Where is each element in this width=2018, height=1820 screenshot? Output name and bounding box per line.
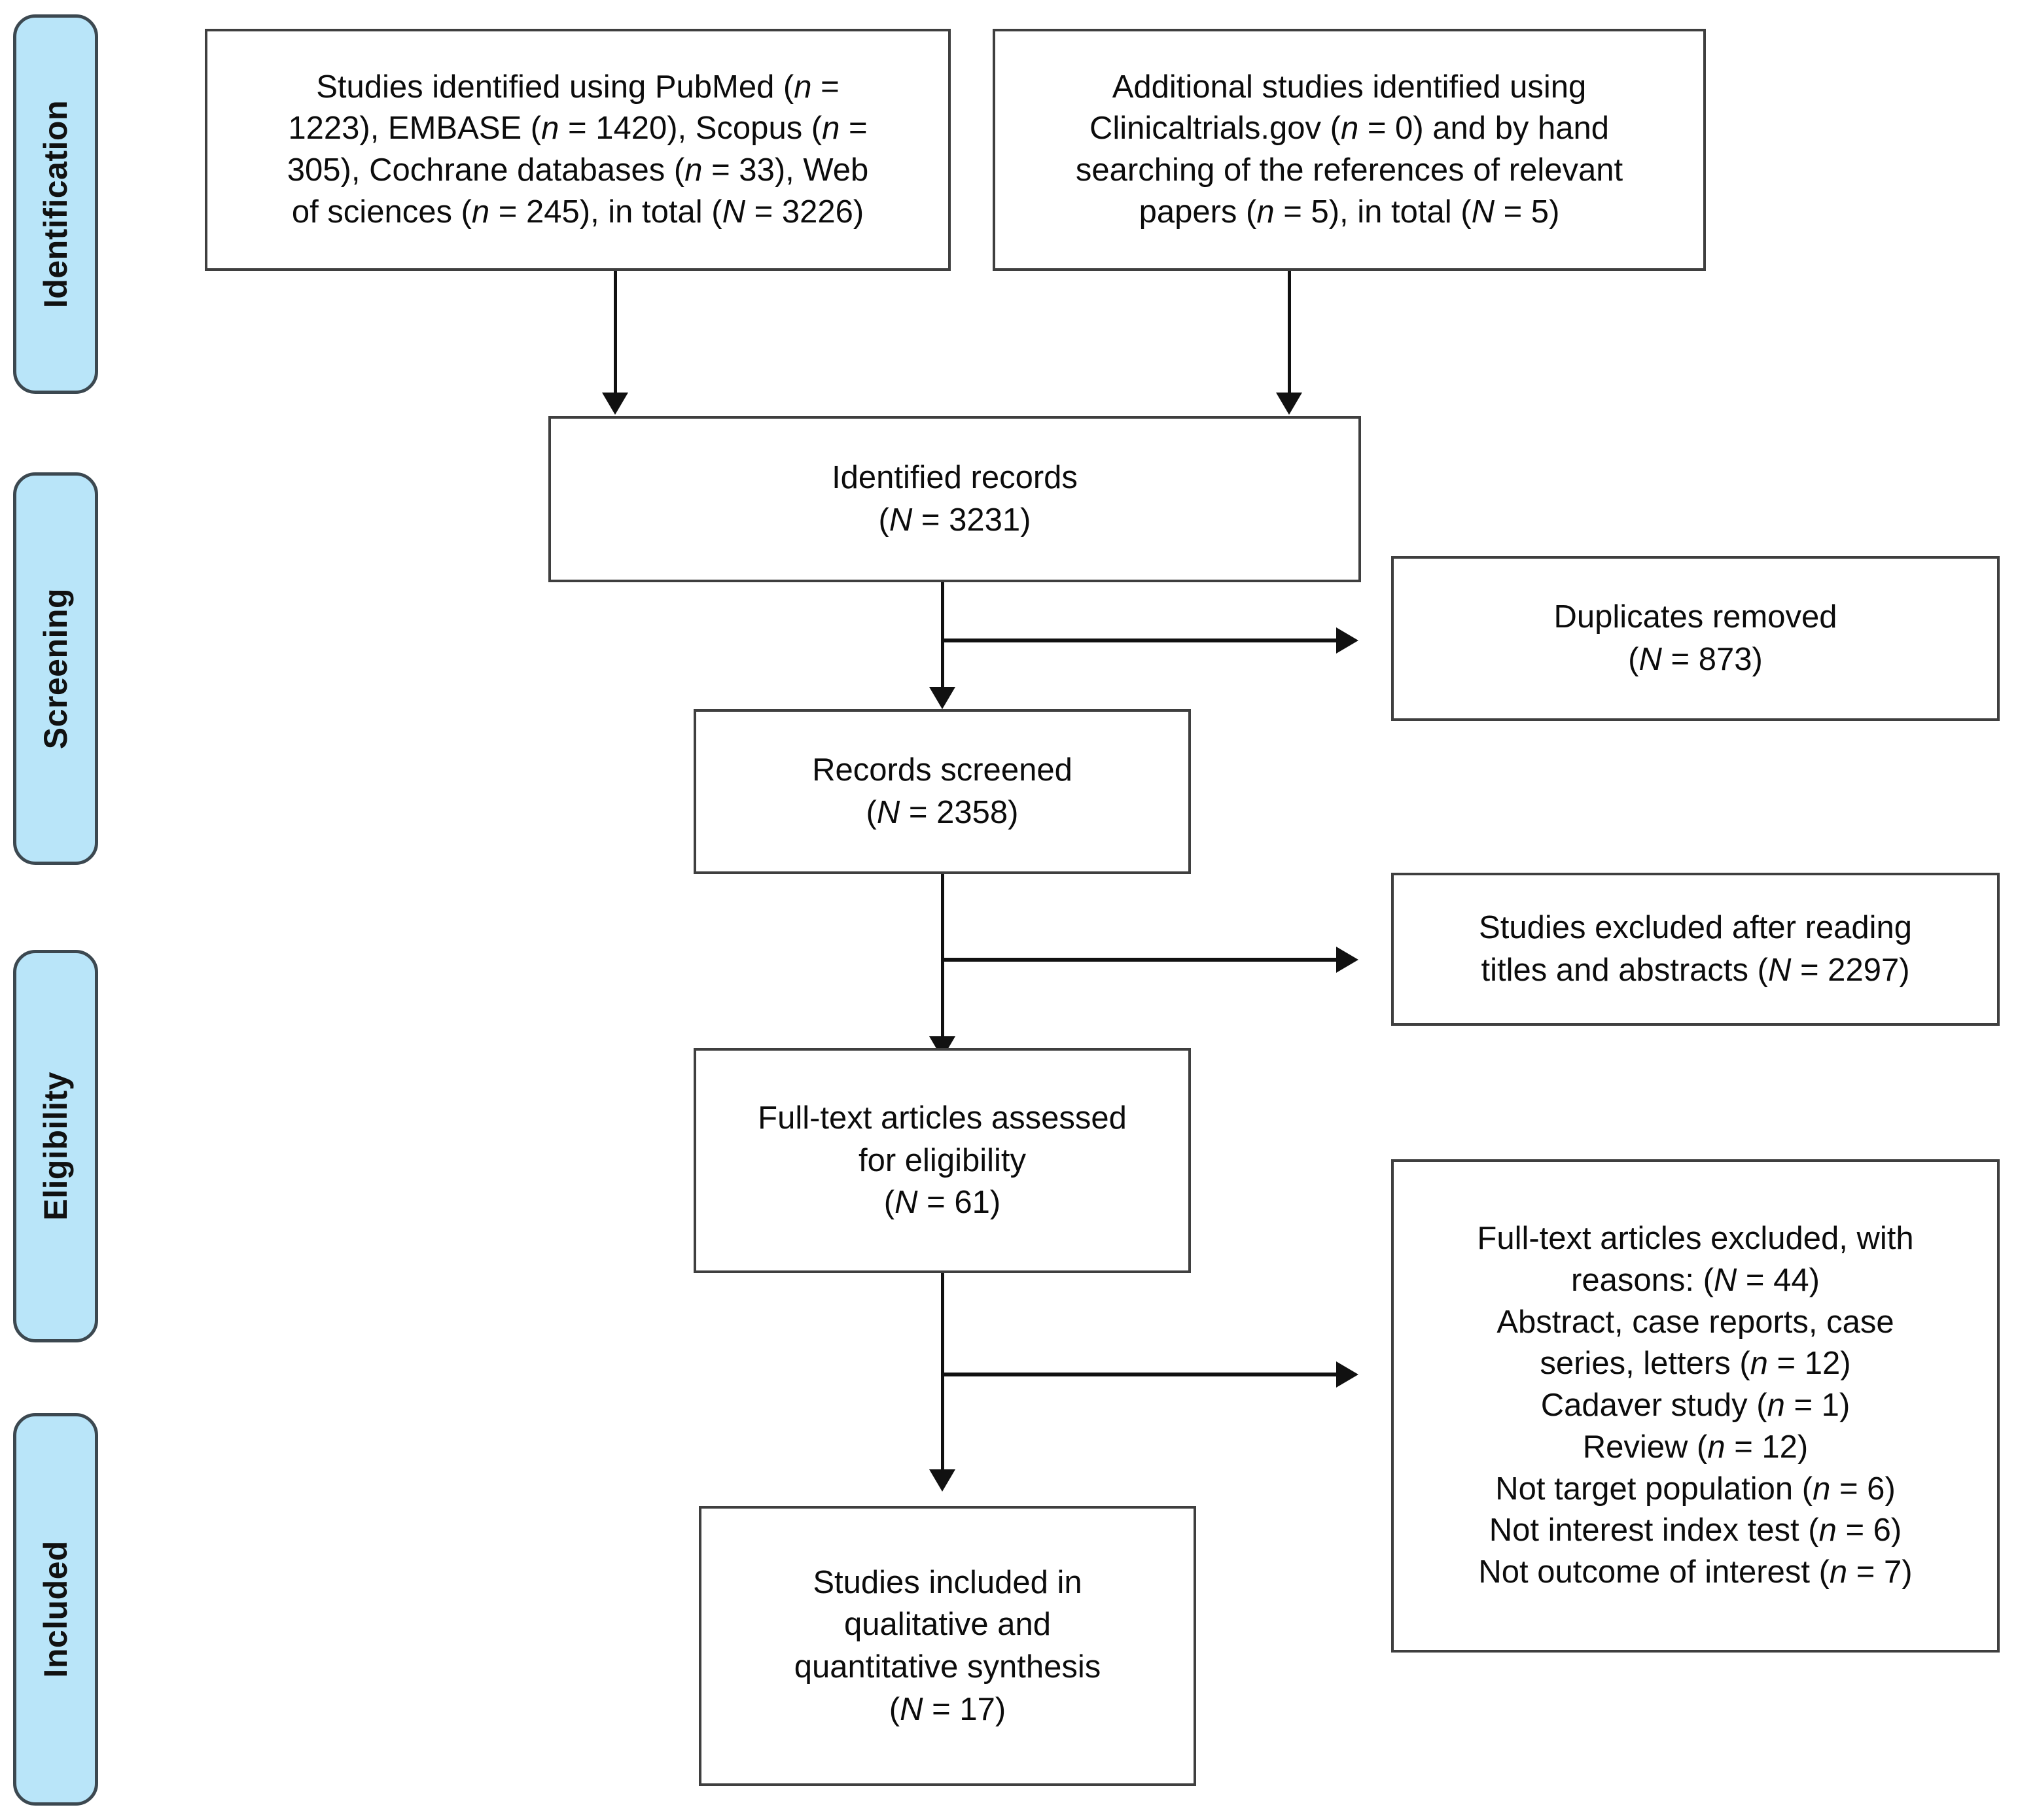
node-studies-included: Studies included in qualitative and quan… [699,1506,1196,1786]
connector-database-to-identified [614,271,617,400]
node-fulltext-excluded-reasons-text: Full-text articles excluded, with reason… [1477,1218,1913,1593]
line-1: Additional studies identified using [1112,69,1587,105]
arrowhead-identified-to-duplicates [1336,627,1358,654]
connector-fulltext-to-included [941,1273,944,1481]
count: (N = 2358) [866,795,1019,830]
reason-2: Cadaver study (n = 1) [1540,1388,1850,1424]
line-2: for eligibility [859,1142,1026,1178]
count: (N = 3231) [878,502,1031,538]
reason-6: Not outcome of interest (n = 7) [1478,1554,1913,1590]
node-identified-records: Identified records (N = 3231) [548,416,1361,582]
count: (N = 873) [1628,642,1763,677]
stage-label-included: Included [13,1413,98,1806]
stage-label-screening-text: Screening [37,587,74,750]
line-4: of sciences (n = 245), in total (N = 322… [291,194,864,230]
connector-additional-to-identified [1288,271,1291,400]
node-fulltext-assessed: Full-text articles assessed for eligibil… [694,1048,1191,1273]
connector-fulltext-to-excluded-reasons [944,1373,1350,1376]
title: Identified records [832,460,1078,496]
line-1: Full-text articles assessed [758,1100,1127,1136]
node-duplicates-removed: Duplicates removed (N = 873) [1391,556,2000,721]
count: (N = 61) [883,1185,1001,1221]
connector-identified-to-duplicates [944,639,1350,642]
node-duplicates-removed-text: Duplicates removed (N = 873) [1553,596,1837,680]
node-excluded-titles-abstracts: Studies excluded after reading titles an… [1391,873,2000,1026]
connector-screened-to-fulltext [941,874,944,1049]
stage-label-eligibility: Eligibility [13,950,98,1342]
line-2: Clinicaltrials.gov (n = 0) and by hand [1089,111,1609,147]
title: Duplicates removed [1553,599,1837,635]
node-database-search: Studies identified using PubMed (n = 122… [205,29,951,271]
node-excluded-titles-abstracts-text: Studies excluded after reading titles an… [1479,907,1912,991]
arrowhead-fulltext-to-excluded-reasons [1336,1361,1358,1388]
line-2: qualitative and [843,1607,1051,1643]
line-3: quantitative synthesis [794,1649,1101,1685]
node-fulltext-excluded-reasons: Full-text articles excluded, with reason… [1391,1159,2000,1653]
reason-5: Not interest index test (n = 6) [1489,1513,1902,1549]
reason-3: Review (n = 12) [1582,1429,1809,1465]
reason-1-line-1: Abstract, case reports, case [1496,1304,1894,1340]
arrowhead-fulltext-to-included [929,1469,955,1492]
node-fulltext-assessed-text: Full-text articles assessed for eligibil… [758,1097,1127,1224]
node-additional-search: Additional studies identified using Clin… [993,29,1706,271]
line-3: searching of the references of relevant [1075,152,1623,188]
arrowhead-identified-to-screened [929,687,955,709]
node-database-search-text: Studies identified using PubMed (n = 122… [287,67,868,234]
line-1: Studies identified using PubMed (n = [316,69,840,105]
node-records-screened: Records screened (N = 2358) [694,709,1191,874]
stage-label-identification: Identification [13,14,98,394]
line-4: papers (n = 5), in total (N = 5) [1139,194,1560,230]
count: (N = 17) [889,1691,1006,1727]
node-identified-records-text: Identified records (N = 3231) [832,457,1078,541]
line-1: Studies excluded after reading [1479,910,1912,946]
heading-line-2: reasons: (N = 44) [1571,1263,1820,1299]
stage-label-identification-text: Identification [37,99,74,309]
arrowhead-database-to-identified [602,393,628,415]
stage-label-included-text: Included [37,1541,74,1678]
line-3: 305), Cochrane databases (n = 33), Web [287,152,869,188]
reason-1-line-2: series, letters (n = 12) [1540,1346,1851,1382]
node-additional-search-text: Additional studies identified using Clin… [1076,67,1623,234]
heading-line-1: Full-text articles excluded, with [1477,1221,1914,1257]
line-2: 1223), EMBASE (n = 1420), Scopus (n = [288,111,868,147]
stage-label-eligibility-text: Eligibility [37,1072,74,1221]
line-1: Studies included in [813,1564,1082,1600]
arrowhead-screened-to-excluded-titles [1336,947,1358,973]
reason-4: Not target population (n = 6) [1495,1471,1896,1507]
stage-label-screening: Screening [13,472,98,865]
connector-screened-to-excluded-titles [944,958,1350,962]
connector-identified-to-screened [941,582,944,695]
title: Records screened [812,752,1072,788]
line-2: titles and abstracts (N = 2297) [1481,953,1910,988]
node-records-screened-text: Records screened (N = 2358) [812,749,1072,833]
node-studies-included-text: Studies included in qualitative and quan… [794,1562,1101,1731]
arrowhead-additional-to-identified [1276,393,1302,415]
